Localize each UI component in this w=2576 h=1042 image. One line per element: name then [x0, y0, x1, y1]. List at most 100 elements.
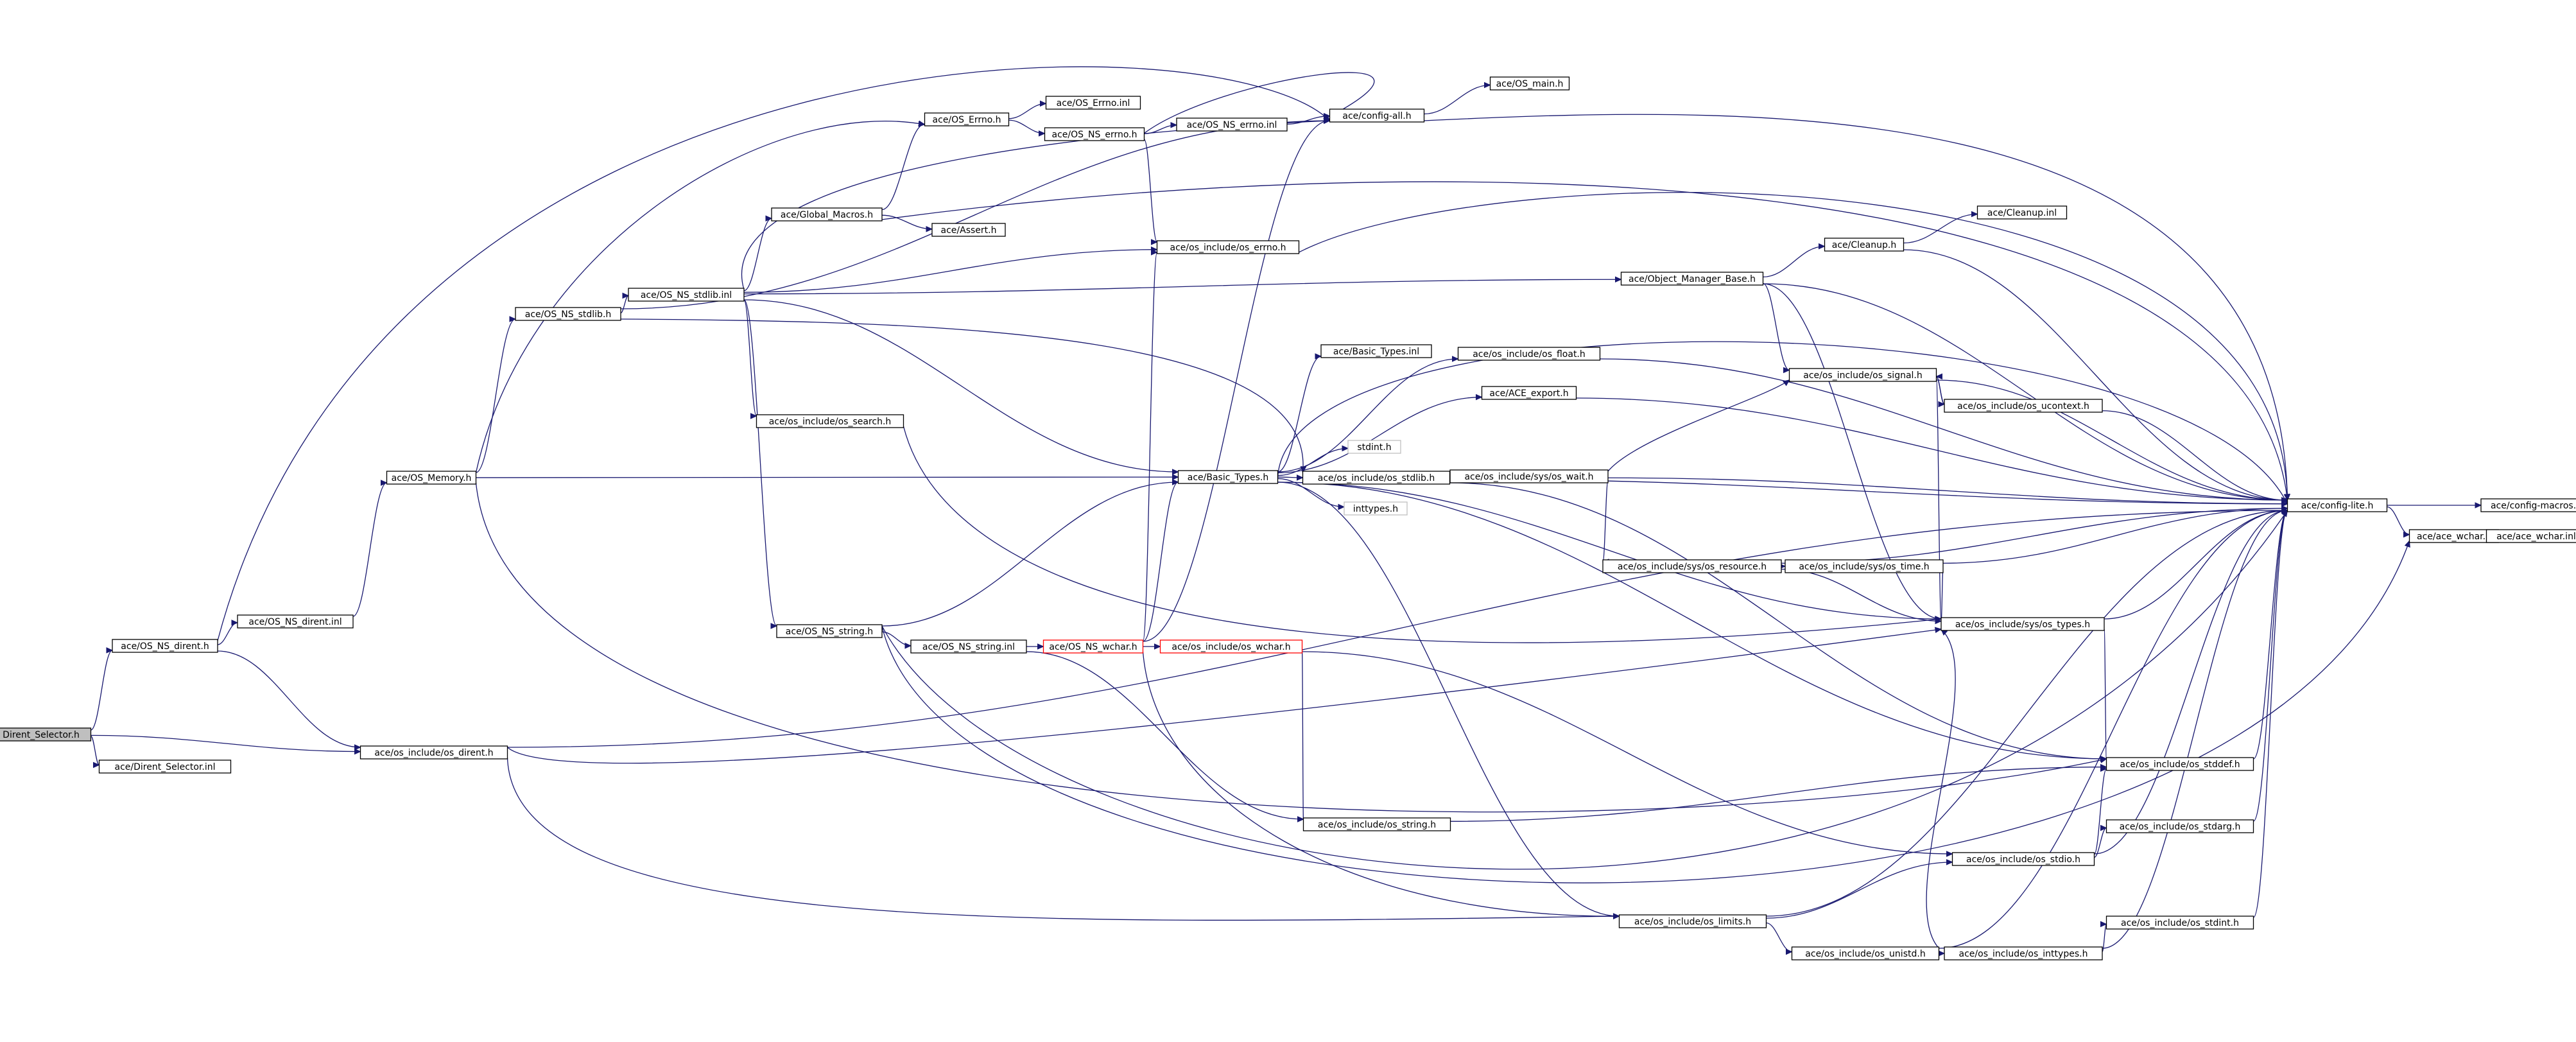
- arrowhead-os_ns_wchar_h-to-basic_types_h: [1172, 479, 1179, 485]
- node-os-include-os-stdarg-h[interactable]: ace/os_include/os_stdarg.h: [2105, 819, 2254, 833]
- node-stdint-h[interactable]: stdint.h: [1347, 440, 1401, 454]
- node-os-include-os-signal-h[interactable]: ace/os_include/os_signal.h: [1788, 368, 1937, 382]
- node-box: [1156, 240, 1300, 254]
- edge-object_manager_base_h-to-cleanup_h: [1763, 246, 1825, 277]
- node-os-ns-dirent-h[interactable]: ace/OS_NS_dirent.h: [112, 639, 218, 653]
- edge-os_ns_stdlib_inl-to-config_all_h: [741, 120, 1330, 290]
- edge-os_include_os_ucontext_h-to-config_lite_h: [2102, 410, 2288, 501]
- node-os-ns-stdlib-h[interactable]: ace/OS_NS_stdlib.h: [515, 307, 621, 321]
- node-ace-export-h[interactable]: ace/ACE_export.h: [1481, 386, 1577, 400]
- edge-config_all_h-to-config_lite_h: [1424, 114, 2288, 501]
- node-box: [1457, 347, 1601, 361]
- arrowhead-os_ns_stdlib_inl-to-os_ns_string_h: [770, 623, 778, 629]
- node-label: ace/config-all.h: [1342, 111, 1411, 121]
- node-label: ace/ace_wchar.h: [2417, 532, 2491, 542]
- node-os-include-os-string-h[interactable]: ace/os_include/os_string.h: [1302, 817, 1451, 831]
- node-os-ns-errno-inl[interactable]: ace/OS_NS_errno.inl: [1176, 117, 1288, 132]
- node-os-main-h[interactable]: ace/OS_main.h: [1489, 76, 1570, 91]
- node-os-include-os-dirent-h[interactable]: ace/os_include/os_dirent.h: [359, 745, 508, 760]
- edge-os_include_sys_os_wait_h-to-os_include_sys_os_resource_h: [1602, 480, 1609, 562]
- node-inttypes-h[interactable]: inttypes.h: [1344, 501, 1408, 516]
- node-label: ace/os_include/sys/os_resource.h: [1618, 562, 1767, 572]
- node-os-include-os-errno-h[interactable]: ace/os_include/os_errno.h: [1156, 240, 1300, 254]
- node-label: stdint.h: [1357, 442, 1391, 453]
- node-ace-wchar-h[interactable]: ace/ace_wchar.h: [2408, 529, 2500, 543]
- arrowhead-config_all_h-to-os_main_h: [1484, 82, 1491, 89]
- edge-os_include_os_signal_h-to-os_include_sys_os_types_h: [1935, 379, 1942, 620]
- edge-os_include_os_limits_h-to-os_include_os_unistd_h: [1766, 922, 1792, 953]
- node-os-include-sys-os-resource-h[interactable]: ace/os_include/sys/os_resource.h: [1602, 559, 1782, 573]
- node-os-ns-stdlib-inl[interactable]: ace/OS_NS_stdlib.inl: [628, 288, 745, 302]
- node-basic-types-inl[interactable]: ace/Basic_Types.inl: [1320, 344, 1432, 358]
- edge-os_memory_h-to-os_ns_stdlib_h: [476, 318, 516, 473]
- node-os-include-sys-os-time-h[interactable]: ace/os_include/sys/os_time.h: [1785, 559, 1944, 573]
- node-cleanup-inl[interactable]: ace/Cleanup.inl: [1976, 205, 2068, 220]
- edge-basic_types_h-to-config_lite_h: [1277, 341, 2288, 505]
- node-label: ace/os_include/os_ucontext.h: [1957, 401, 2089, 412]
- edge-os_ns_stdlib_inl-to-os_include_os_errno_h: [743, 249, 1157, 293]
- node-os-ns-string-h[interactable]: ace/OS_NS_string.h: [776, 624, 883, 638]
- edge-os_ns_stdlib_inl-to-os_include_os_search_h: [743, 299, 757, 417]
- node-label: ace/os_include/os_errno.h: [1170, 243, 1286, 253]
- edge-dirent_selector_h-to-os_ns_dirent_h: [91, 650, 113, 731]
- node-ace-wchar-inl[interactable]: ace/ace_wchar.inl: [2485, 529, 2576, 543]
- node-config-macros-h[interactable]: ace/config-macros.h: [2480, 498, 2576, 512]
- edge-os_include_os_stdlib_h-to-os_include_os_stddef_h: [1449, 482, 2107, 760]
- node-os-include-os-stdio-h[interactable]: ace/os_include/os_stdio.h: [1951, 852, 2095, 866]
- node-box: [1177, 470, 1279, 484]
- node-os-include-os-stddef-h[interactable]: ace/os_include/os_stddef.h: [2105, 757, 2254, 771]
- edge-os_ns_string_h-to-config_lite_h: [881, 510, 2288, 870]
- node-box: [386, 471, 477, 485]
- node-dirent-selector-inl[interactable]: ace/Dirent_Selector.inl: [98, 760, 232, 774]
- node-config-lite-h[interactable]: ace/config-lite.h: [2286, 498, 2388, 512]
- arrowhead-dirent_selector_h-to-os_ns_dirent_h: [106, 647, 114, 654]
- edge-os_include_sys_os_time_h-to-config_lite_h: [1942, 508, 2288, 564]
- arrowhead-os_ns_dirent_h-to-os_include_os_dirent_h: [354, 744, 361, 751]
- node-label: ace/os_include/os_unistd.h: [1805, 949, 1925, 959]
- node-box: [1302, 817, 1451, 831]
- node-os-include-os-stdint-h[interactable]: ace/os_include/os_stdint.h: [2105, 916, 2254, 930]
- node-config-all-h[interactable]: ace/config-all.h: [1329, 109, 1425, 123]
- node-os-include-os-unistd-h[interactable]: ace/os_include/os_unistd.h: [1791, 946, 1940, 960]
- node-label: ace/os_include/os_signal.h: [1803, 370, 1923, 381]
- node-box: [515, 307, 621, 321]
- node-os-memory-h[interactable]: ace/OS_Memory.h: [386, 471, 477, 485]
- arrowhead-os_ns_stdlib_h-to-os_ns_stdlib_inl: [622, 292, 630, 299]
- node-os-errno-inl[interactable]: ace/OS_Errno.inl: [1045, 96, 1141, 110]
- node-dirent-selector-h[interactable]: Dirent_Selector.h: [0, 727, 92, 742]
- node-basic-types-h[interactable]: ace/Basic_Types.h: [1177, 470, 1279, 484]
- node-box: [924, 112, 1010, 126]
- node-os-errno-h[interactable]: ace/OS_Errno.h: [924, 112, 1010, 126]
- arrowhead-os_errno_h-to-os_errno_inl: [1040, 100, 1047, 107]
- arrowhead-os_include_os_wchar_h-to-os_include_os_string_h: [1297, 816, 1304, 822]
- edge-os_ns_wchar_h-to-config_all_h: [1143, 120, 1330, 642]
- node-os-ns-errno-h[interactable]: ace/OS_NS_errno.h: [1044, 127, 1145, 141]
- node-object-manager-base-h[interactable]: ace/Object_Manager_Base.h: [1620, 272, 1764, 286]
- arrowhead-os_ns_wchar_h-to-config_all_h: [1324, 117, 1331, 124]
- node-os-include-os-limits-h[interactable]: ace/os_include/os_limits.h: [1618, 914, 1767, 928]
- node-os-ns-string-inl[interactable]: ace/OS_NS_string.inl: [910, 639, 1027, 654]
- node-os-include-os-float-h[interactable]: ace/os_include/os_float.h: [1457, 347, 1601, 361]
- node-os-ns-dirent-inl[interactable]: ace/OS_NS_dirent.inl: [237, 614, 354, 629]
- node-os-include-os-stdlib-h[interactable]: ace/os_include/os_stdlib.h: [1302, 471, 1451, 485]
- node-os-include-os-inttypes-h[interactable]: ace/os_include/os_inttypes.h: [1944, 946, 2103, 960]
- edge-os_include_os_ucontext_h-to-os_include_os_signal_h: [1935, 376, 1945, 405]
- arrowhead-os_include_os_inttypes_h-to-os_include_os_stdint_h: [2100, 921, 2107, 928]
- node-assert-h[interactable]: ace/Assert.h: [931, 223, 1006, 237]
- node-os-include-sys-os-wait-h[interactable]: ace/os_include/sys/os_wait.h: [1449, 469, 1609, 483]
- node-label: ace/OS_NS_dirent.h: [121, 641, 209, 652]
- node-cleanup-h[interactable]: ace/Cleanup.h: [1824, 238, 1905, 252]
- arrowhead-os_ns_stdlib_inl-to-global_macros_h: [765, 215, 773, 222]
- node-os-include-sys-os-types-h[interactable]: ace/os_include/sys/os_types.h: [1941, 617, 2105, 631]
- node-os-include-os-ucontext-h[interactable]: ace/os_include/os_ucontext.h: [1944, 399, 2103, 413]
- node-label: ace/Assert.h: [941, 225, 997, 236]
- arrowhead-os_ns_string_h-to-os_ns_string_inl: [904, 643, 912, 649]
- edge-basic_types_h-to-os_include_os_float_h: [1277, 358, 1458, 473]
- node-global-macros-h[interactable]: ace/Global_Macros.h: [771, 207, 883, 221]
- node-os-include-os-wchar-h[interactable]: ace/os_include/os_wchar.h: [1159, 639, 1303, 654]
- node-label: ace/Cleanup.h: [1832, 240, 1896, 250]
- node-os-ns-wchar-h[interactable]: ace/OS_NS_wchar.h: [1042, 639, 1144, 654]
- edge-basic_types_h-to-basic_types_inl: [1277, 356, 1322, 473]
- node-label: ace/os_include/os_stdio.h: [1966, 855, 2080, 865]
- node-os-include-os-search-h[interactable]: ace/os_include/os_search.h: [756, 414, 904, 428]
